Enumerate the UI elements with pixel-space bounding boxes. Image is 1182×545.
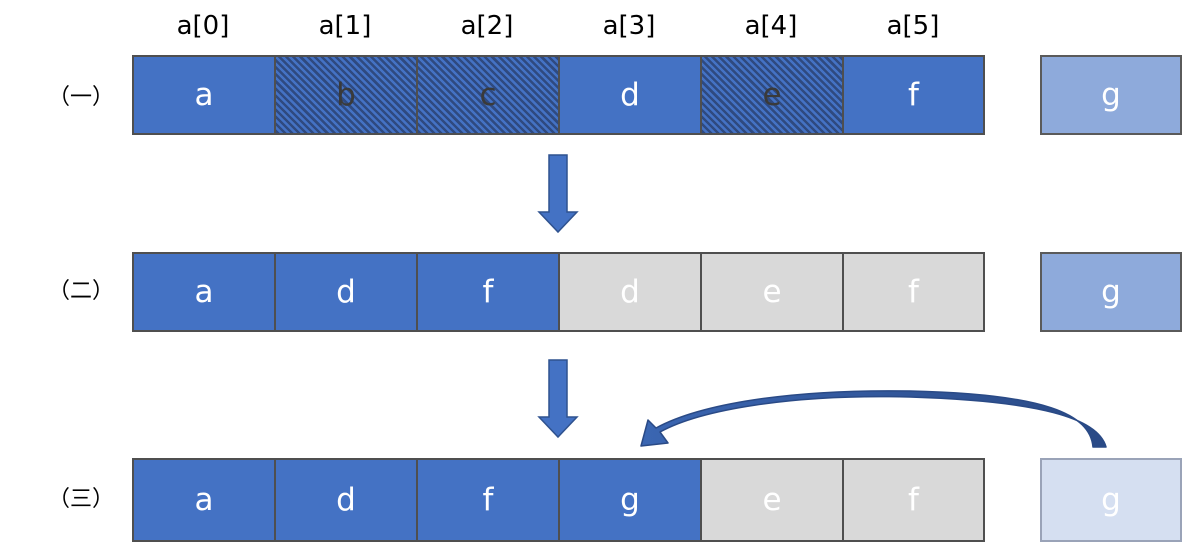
down-arrow-icon [537, 359, 579, 439]
column-header-a1: a[1] [318, 11, 372, 41]
array-cell-inactive: f [842, 252, 985, 332]
column-header-a3: a[3] [602, 11, 656, 41]
cell-value: d [336, 274, 356, 310]
array-cell: d [274, 252, 418, 332]
step-label-3: （三） [48, 487, 115, 512]
moved-element-ghost: g [1040, 458, 1182, 542]
array-cell-removed: c [416, 55, 560, 135]
cell-value: d [620, 77, 640, 113]
pending-element: g [1040, 55, 1182, 135]
cell-value: g [620, 482, 640, 518]
step-label-2: （二） [48, 279, 115, 304]
cell-value: e [762, 77, 782, 113]
cell-value: f [482, 482, 494, 518]
column-header-a4: a[4] [744, 11, 798, 41]
cell-value: c [479, 77, 497, 113]
column-header-a2: a[2] [460, 11, 514, 41]
cell-value: g [1101, 77, 1121, 113]
step-label-1: （一） [48, 85, 115, 110]
curved-arrow-icon [640, 390, 1107, 448]
cell-value: f [908, 77, 919, 113]
cell-value: a [194, 77, 214, 113]
cell-value: f [908, 482, 919, 518]
array-cell-inactive: d [558, 252, 702, 332]
column-header-a0: a[0] [176, 11, 230, 41]
array-cell-inserted: g [558, 458, 702, 542]
array-cell-removed: e [700, 55, 844, 135]
array-cell: f [842, 55, 985, 135]
array-cell: d [558, 55, 702, 135]
down-arrow-icon [537, 154, 579, 234]
cell-value: a [194, 274, 214, 310]
cell-value: g [1101, 274, 1121, 310]
cell-value: e [762, 482, 782, 518]
cell-value: g [1101, 482, 1121, 518]
array-cell: d [274, 458, 418, 542]
cell-value: d [336, 482, 356, 518]
cell-value: e [762, 274, 782, 310]
cell-value: f [482, 274, 494, 310]
array-cell-inactive: e [700, 458, 844, 542]
array-cell-inactive: e [700, 252, 844, 332]
column-header-a5: a[5] [886, 11, 940, 41]
cell-value: d [620, 274, 640, 310]
cell-value: f [908, 274, 919, 310]
pending-element: g [1040, 252, 1182, 332]
array-cell-inactive: f [842, 458, 985, 542]
array-cell: f [416, 252, 560, 332]
cell-value: a [194, 482, 214, 518]
cell-value: b [336, 77, 356, 113]
array-cell: a [132, 458, 276, 542]
